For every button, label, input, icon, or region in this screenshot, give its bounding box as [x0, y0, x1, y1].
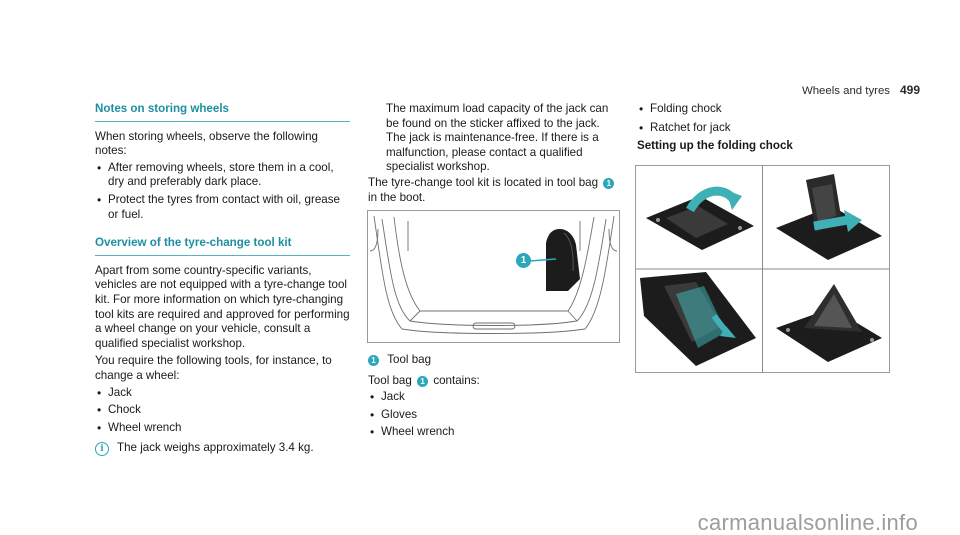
list-item: After removing wheels, store them in a c…	[95, 161, 350, 190]
storing-list: After removing wheels, store them in a c…	[95, 161, 350, 222]
figure-caption: 1 Tool bag	[368, 353, 620, 368]
section-title: Wheels and tyres	[801, 85, 890, 97]
note-text: The jack weighs approximately 3.4 kg.	[117, 441, 314, 455]
boot-illustration	[369, 215, 618, 334]
list-item: Wheel wrench	[95, 421, 350, 436]
figure-callout-1: 1	[516, 253, 531, 268]
callout-1: 1	[603, 177, 615, 189]
list-item: Chock	[95, 403, 350, 418]
column-middle: The maximum load capacity of the jack ca…	[368, 102, 620, 205]
info-icon: i	[95, 442, 109, 457]
heading-storing-wheels: Notes on storing wheels	[95, 102, 350, 122]
tool-bag-list: Jack Gloves Wheel wrench	[368, 390, 620, 440]
chock-list: Folding chock Ratchet for jack	[637, 102, 887, 135]
chock-figure	[635, 165, 890, 373]
chock-step-2	[776, 174, 882, 260]
chock-steps-illustration	[636, 166, 889, 372]
chock-step-1	[646, 186, 754, 250]
tool-bag-contains: Tool bag 1 contains:	[368, 373, 480, 387]
page-header: Wheels and tyres 499	[802, 83, 920, 99]
tools-list: Jack Chock Wheel wrench	[95, 386, 350, 436]
tool-kit-location: The tyre-change tool kit is located in t…	[368, 176, 620, 205]
list-item: Jack	[368, 390, 620, 405]
column-right: Folding chock Ratchet for jack Setting u…	[637, 102, 887, 154]
chock-step-4	[776, 284, 882, 362]
storing-intro: When storing wheels, observe the followi…	[95, 129, 318, 158]
jack-paragraph: The maximum load capacity of the jack ca…	[386, 102, 609, 174]
column-left: Notes on storing wheels When storing whe…	[95, 102, 350, 457]
watermark: carmanualsonline.info	[697, 510, 918, 535]
list-item: Gloves	[368, 408, 620, 423]
caption-callout-1: 1	[368, 355, 379, 366]
heading-setting-up-chock: Setting up the folding chock	[637, 139, 793, 153]
callout-1: 1	[417, 375, 429, 387]
heading-tool-kit-overview: Overview of the tyre-change tool kit	[95, 236, 350, 256]
list-item: Wheel wrench	[368, 425, 620, 440]
column-middle-lower: 1 Tool bag Tool bag 1 contains: Jack Glo…	[368, 353, 620, 443]
list-item: Folding chock	[637, 102, 887, 117]
info-note: i The jack weighs approximately 3.4 kg.	[95, 441, 350, 457]
page-number: 499	[899, 83, 920, 97]
chock-step-3	[640, 272, 756, 366]
boot-figure: 1	[367, 210, 620, 343]
list-item: Jack	[95, 386, 350, 401]
overview-requirement: You require the following tools, for ins…	[95, 354, 332, 382]
list-item: Protect the tyres from contact with oil,…	[95, 193, 350, 222]
list-item: Ratchet for jack	[637, 121, 887, 136]
overview-paragraph: Apart from some country-specific variant…	[95, 263, 350, 350]
